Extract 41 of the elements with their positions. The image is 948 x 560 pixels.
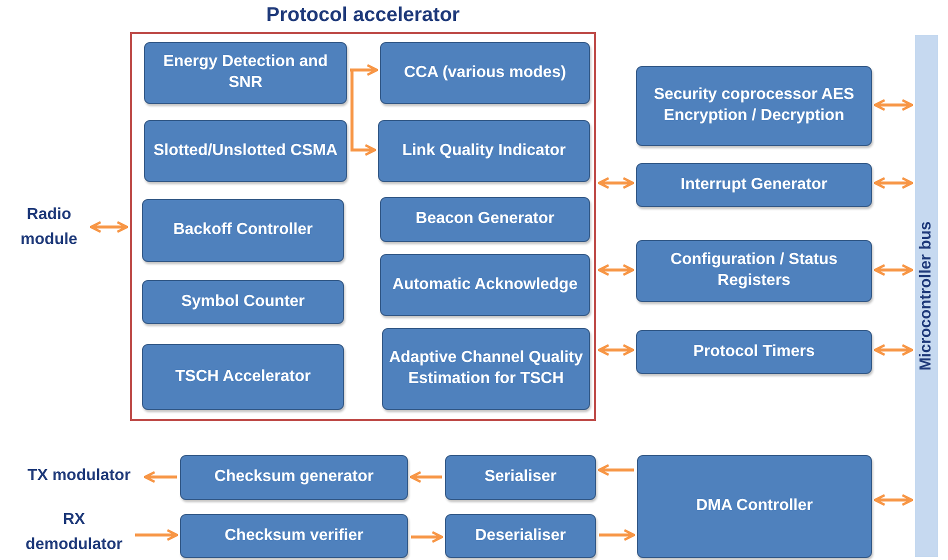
bus-band <box>915 35 938 557</box>
arrow <box>874 177 914 189</box>
arrow <box>411 531 444 543</box>
process-box: Deserialiser <box>445 514 596 558</box>
process-box: Configuration / Status Registers <box>636 240 872 302</box>
arrow <box>598 464 634 476</box>
arrow <box>599 529 636 541</box>
arrow <box>90 221 128 233</box>
arrow <box>874 344 914 356</box>
process-box: Serialiser <box>445 455 596 500</box>
process-box: TSCH Accelerator <box>142 344 344 410</box>
process-box: Link Quality Indicator <box>378 120 590 182</box>
process-box: Security coprocessor AES Encryption / Decryption <box>636 66 872 146</box>
process-box: Protocol Timers <box>636 330 872 374</box>
bus-label: Microcontroller bus <box>918 221 936 371</box>
arrow <box>874 264 914 276</box>
process-box: Checksum generator <box>180 455 408 500</box>
process-box: Adaptive Channel Quality Estimation for TSCH <box>382 328 590 410</box>
process-box: Energy Detection and SNR <box>144 42 347 104</box>
process-box: Automatic Acknowledge <box>380 254 590 316</box>
arrow <box>598 177 634 189</box>
arrow <box>874 494 914 506</box>
process-box: Symbol Counter <box>142 280 344 324</box>
process-box: Checksum verifier <box>180 514 408 558</box>
process-box: Beacon Generator <box>380 197 590 242</box>
arrow <box>135 529 178 541</box>
process-box: CCA (various modes) <box>380 42 590 104</box>
arrow <box>410 471 442 483</box>
arrow <box>350 68 376 156</box>
arrow <box>874 99 914 111</box>
process-box: DMA Controller <box>637 455 872 558</box>
endpoint-label: RX demodulator <box>16 508 132 560</box>
process-box: Interrupt Generator <box>636 163 872 207</box>
arrow <box>144 471 177 483</box>
process-box: Backoff Controller <box>142 199 344 262</box>
process-box: Slotted/Unslotted CSMA <box>144 120 347 182</box>
arrow <box>598 264 634 276</box>
endpoint-label: Radio module <box>10 203 88 253</box>
arrow <box>598 344 634 356</box>
endpoint-label: TX modulator <box>16 464 142 490</box>
group-heading: Protocol accelerator <box>265 4 461 27</box>
